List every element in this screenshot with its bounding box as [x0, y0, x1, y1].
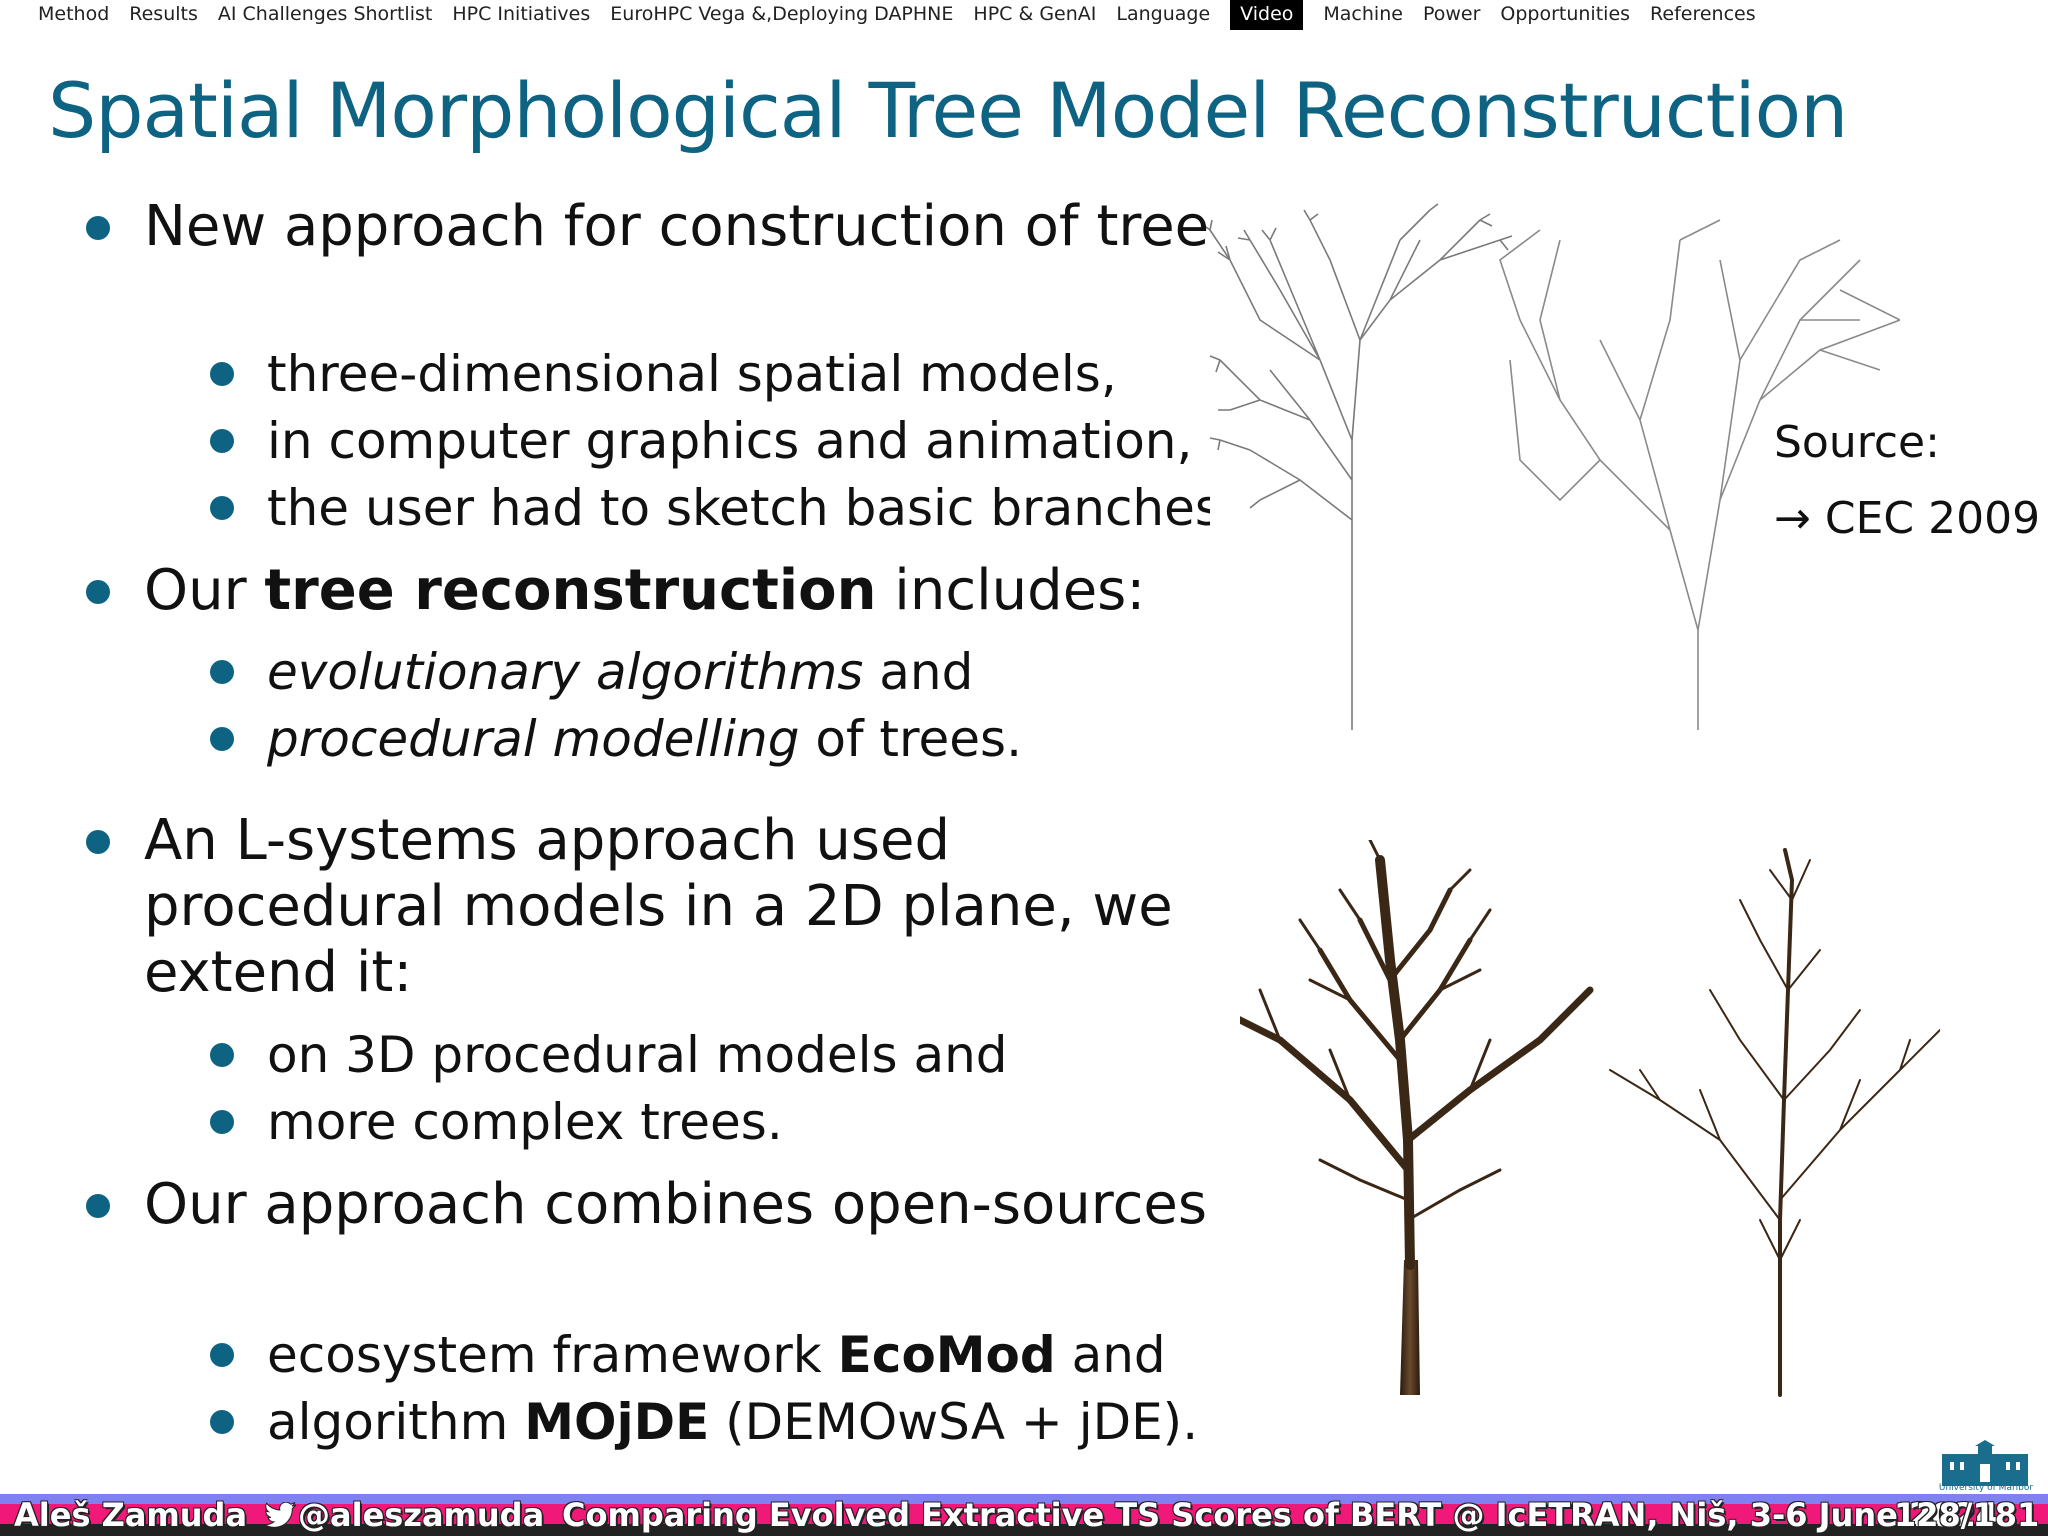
footer-stripe: [0, 1524, 2048, 1536]
tree-wireframe-figure: [1201, 203, 1900, 730]
sub-bullet: evolutionary algorithms and: [210, 642, 973, 702]
sub-bullet: in computer graphics and animation,: [210, 411, 1192, 471]
sub-bullet: more complex trees.: [210, 1092, 783, 1152]
bullet-dot: [210, 429, 234, 453]
bullet-dot: [210, 496, 234, 520]
footer-stripe: [0, 1504, 2048, 1524]
nav-item-references[interactable]: References: [1650, 3, 1756, 25]
sub-bullet: three-dimensional spatial models,: [210, 344, 1117, 404]
sub-bullet: on 3D procedural models and: [210, 1025, 1008, 1085]
tree-3d-render-figure: [1240, 840, 1940, 1397]
source-note: Source: → CEC 2009: [1774, 405, 2040, 557]
top-navigation: Method Results AI Challenges Shortlist H…: [0, 0, 2048, 30]
nav-item-eurohpc[interactable]: EuroHPC Vega &,Deploying DAPHNE: [610, 3, 954, 25]
nav-item-hpc-initiatives[interactable]: HPC Initiatives: [452, 3, 591, 25]
footer-talk-title: Comparing Evolved Extractive TS Scores o…: [562, 1496, 1999, 1534]
slide-title: Spatial Morphological Tree Model Reconst…: [48, 66, 1848, 155]
bullet-dot: [210, 727, 234, 751]
bullet-dot: [210, 1110, 234, 1134]
bullet-dot: [210, 660, 234, 684]
bullet-dot: [210, 1043, 234, 1067]
nav-item-hpc-genai[interactable]: HPC & GenAI: [973, 3, 1097, 25]
footer-stripe: [0, 1494, 2048, 1504]
footer-page-number: 128/181: [1894, 1496, 2040, 1534]
bullet-dot: [210, 362, 234, 386]
nav-item-machine[interactable]: Machine: [1323, 3, 1403, 25]
bullet-dot: [86, 216, 110, 240]
bullet-dot: [86, 830, 110, 854]
source-label: Source:: [1774, 417, 1940, 468]
bullet-dot: [210, 1410, 234, 1434]
twitter-bird-icon: [264, 1502, 296, 1528]
sub-bullet: the user had to sketch basic branches: [210, 478, 1210, 538]
sub-bullet: procedural modelling of trees.: [210, 709, 1022, 769]
footer-handle[interactable]: @aleszamuda: [298, 1496, 545, 1534]
bullet-dot: [86, 1194, 110, 1218]
bullet-dot: [86, 580, 110, 604]
nav-item-video[interactable]: Video: [1230, 0, 1304, 30]
bullet-tree-reconstruction: Our tree reconstruction includes:: [86, 558, 1145, 624]
sub-bullet: algorithm MOjDE (DEMOwSA + jDE).: [210, 1392, 1198, 1452]
source-reference: → CEC 2009: [1774, 493, 2041, 544]
nav-item-power[interactable]: Power: [1422, 3, 1481, 25]
footer-bar: Aleš Zamuda @aleszamuda Comparing Evolve…: [0, 1494, 2048, 1536]
university-logo-text: University of Maribor: [1938, 1483, 2034, 1493]
nav-item-ai-challenges[interactable]: AI Challenges Shortlist: [217, 3, 433, 25]
university-building-icon: [1942, 1440, 2028, 1486]
lsystem-tree-left: [1201, 203, 1513, 730]
nav-item-opportunities[interactable]: Opportunities: [1500, 3, 1631, 25]
lsystem-tree-right: [1499, 219, 1900, 730]
bullet-new-approach: New approach for construction of trees: [86, 194, 1210, 260]
nav-item-results[interactable]: Results: [129, 3, 198, 25]
bullet-dot: [210, 1343, 234, 1367]
bullet-open-sources: Our approach combines open-sources:: [86, 1172, 1210, 1238]
nav-item-language[interactable]: Language: [1116, 3, 1211, 25]
bullet-lsystems: An L-systems approach used procedural mo…: [86, 808, 1204, 1006]
sub-bullet: ecosystem framework EcoMod and: [210, 1325, 1166, 1385]
slide-content: New approach for construction of trees t…: [86, 194, 1210, 1452]
nav-item-method[interactable]: Method: [38, 3, 110, 25]
footer-author: Aleš Zamuda: [14, 1496, 248, 1534]
tree-render-right: [1609, 848, 1940, 1397]
tree-render-left: [1240, 840, 1594, 1395]
